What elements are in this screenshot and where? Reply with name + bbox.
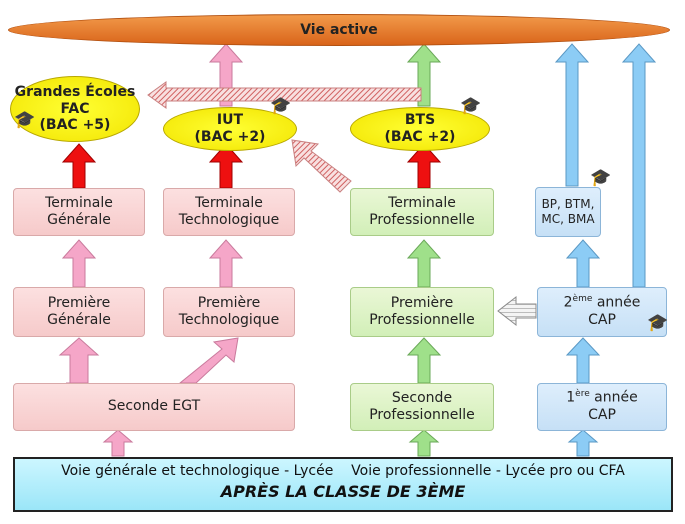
- arrow-bts-to-vie: [406, 43, 442, 107]
- footer-title: APRÈS LA CLASSE DE 3ÈME: [220, 482, 466, 501]
- seconde-egt-label: Seconde EGT: [107, 398, 201, 415]
- text-line: Technologique: [178, 212, 280, 228]
- arrow-bp-to-vie: [554, 43, 590, 187]
- footer-right: Voie professionnelle - Lycée pro ou CFA: [351, 463, 625, 479]
- arrow-premgen-to-termgen: [61, 239, 97, 288]
- text-line: Seconde: [391, 389, 453, 406]
- arrow-termpro-to-bts: [406, 143, 442, 189]
- text-line: Professionnelle: [369, 407, 475, 423]
- text-line: Terminale: [195, 194, 263, 211]
- text-line: Première: [390, 294, 454, 311]
- cap2-number: 2: [563, 294, 573, 311]
- arrow-premtech-to-termtech: [208, 239, 244, 288]
- box-seconde-egt: Seconde EGT: [13, 383, 295, 431]
- cap1-cap: CAP: [588, 407, 616, 424]
- iut-line1: IUT: [216, 112, 244, 129]
- graduation-cap-icon: 🎓: [590, 168, 612, 188]
- text-line: Générale: [47, 212, 111, 228]
- grandes-line3: (BAC +5): [39, 117, 111, 134]
- text-line: Professionnelle: [369, 312, 475, 328]
- arrow-3e-to-cap1: [567, 429, 599, 457]
- footer-banner: Voie générale et technologique - Lycée V…: [13, 457, 673, 512]
- arrow-3e-to-sepro: [408, 429, 440, 457]
- graduation-cap-icon: 🎓: [270, 96, 292, 116]
- oval-iut: IUT(BAC +2): [163, 107, 297, 151]
- arrow-egt-to-premiere-gen: [58, 337, 100, 384]
- arrow-cap2-direct-to-vie: [621, 43, 657, 288]
- text-line: Première: [197, 294, 261, 311]
- box-bp-btm: BP, BTM,MC, BMA: [535, 187, 601, 237]
- arrow-termpro-to-iut: [291, 139, 352, 193]
- grandes-line2: FAC: [60, 100, 90, 117]
- cap2-suffix: ème: [572, 294, 593, 305]
- arrow-cap2-to-bp: [565, 239, 601, 288]
- text-line: Terminale: [388, 194, 456, 211]
- cap2-cap: CAP: [588, 312, 616, 329]
- arrow-prempro-to-termpro: [406, 239, 442, 288]
- cap1-suffix: ère: [575, 389, 590, 400]
- arrow-termtech-to-iut: [208, 143, 244, 189]
- arrow-3e-to-egt: [102, 429, 134, 457]
- bts-line1: BTS: [404, 112, 436, 129]
- cap2-annee: année: [592, 294, 641, 311]
- grandes-line1: Grandes Écoles: [14, 83, 136, 100]
- graduation-cap-icon: 🎓: [647, 313, 669, 333]
- text-line: Technologique: [178, 312, 280, 328]
- cap1-number: 1: [566, 389, 576, 406]
- graduation-cap-icon: 🎓: [460, 96, 482, 116]
- text-line: Terminale: [45, 194, 113, 211]
- arrow-cap2-to-prempro: [497, 295, 537, 327]
- text-line: Professionnelle: [369, 212, 475, 228]
- arrow-egt-to-premiere-techno: [178, 337, 239, 384]
- graduation-cap-icon: 🎓: [14, 110, 36, 130]
- iut-line2: (BAC +2): [194, 129, 266, 145]
- arrow-termgen-to-grandes: [61, 143, 97, 189]
- arrow-sepro-to-prempro: [406, 337, 442, 384]
- oval-bts: BTS(BAC +2): [350, 107, 490, 151]
- cap1-annee: année: [589, 389, 638, 406]
- bts-line2: (BAC +2): [384, 129, 456, 145]
- text-line: Première: [47, 294, 111, 311]
- text-line: Générale: [47, 312, 111, 328]
- arrow-cap1-to-cap2: [565, 337, 601, 384]
- vie-active-label: Vie active: [300, 22, 378, 38]
- footer-left: Voie générale et technologique - Lycée: [61, 463, 334, 479]
- vie-active-banner: Vie active: [8, 14, 670, 46]
- text-line: MC, BMA: [541, 212, 595, 226]
- arrow-bts-to-grandes: [147, 81, 422, 109]
- text-line: BP, BTM,: [541, 197, 595, 211]
